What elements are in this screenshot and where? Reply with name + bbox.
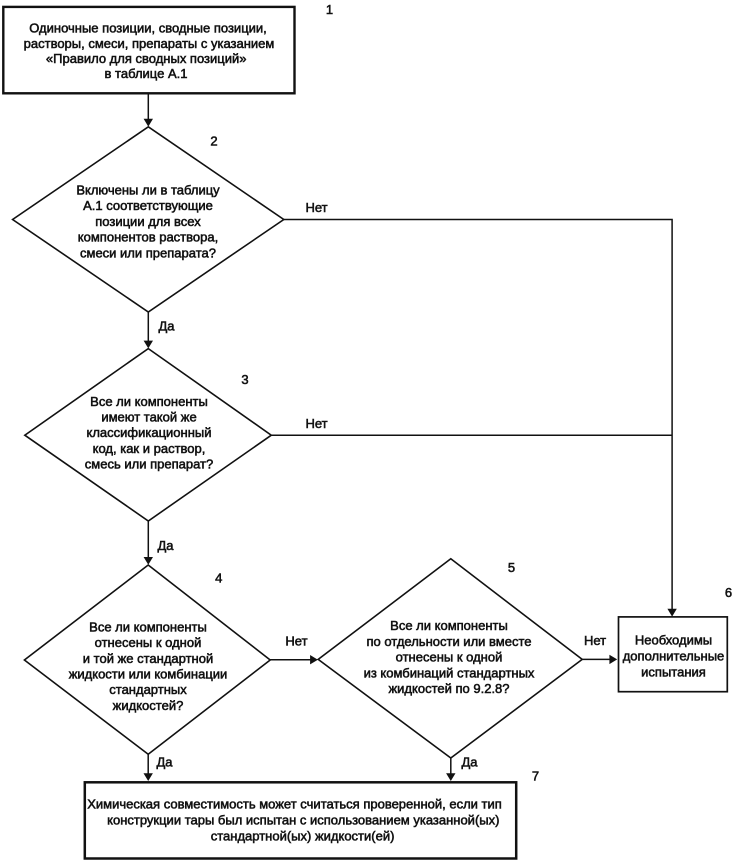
svg-text:и той же стандартной: и той же стандартной [83, 651, 213, 666]
svg-text:Одиночные позиции, сводные поз: Одиночные позиции, сводные позиции, [29, 21, 267, 36]
svg-text:Да: Да [158, 538, 175, 553]
svg-text:смеси или препарата?: смеси или препарата? [80, 245, 216, 260]
svg-text:Химическая совместимость может: Химическая совместимость может считаться… [87, 797, 502, 812]
svg-text:Нет: Нет [285, 633, 307, 648]
svg-text:смесь или препарат?: смесь или препарат? [85, 456, 213, 471]
svg-text:код, как и раствор,: код, как и раствор, [93, 441, 206, 456]
svg-text:жидкости или комбинации: жидкости или комбинации [69, 667, 228, 682]
svg-text:2: 2 [210, 134, 217, 149]
svg-text:имеют такой же: имеют такой же [101, 410, 196, 425]
svg-text:жидкостей по 9.2.8?: жидкостей по 9.2.8? [388, 681, 509, 696]
svg-text:4: 4 [215, 570, 222, 585]
svg-text:в таблице А.1: в таблице А.1 [105, 66, 188, 81]
svg-text:Все ли компоненты: Все ли компоненты [390, 618, 508, 633]
svg-text:дополнительные: дополнительные [623, 648, 725, 663]
svg-text:5: 5 [508, 560, 515, 575]
svg-text:Необходимы: Необходимы [635, 632, 712, 647]
svg-text:Все ли компоненты: Все ли компоненты [90, 394, 208, 409]
svg-text:конструкции тары был испытан с: конструкции тары был испытан с использов… [107, 813, 499, 828]
svg-text:7: 7 [532, 769, 539, 784]
svg-text:А.1 соответствующие: А.1 соответствующие [83, 198, 213, 213]
svg-text:1: 1 [326, 2, 333, 17]
svg-text:стандартных: стандартных [109, 682, 187, 697]
svg-text:испытания: испытания [641, 664, 706, 679]
svg-text:по отдельности или вместе: по отдельности или вместе [366, 634, 531, 649]
svg-text:отнесены к одной: отнесены к одной [396, 650, 503, 665]
svg-text:Нет: Нет [306, 200, 328, 215]
svg-text:Все ли компоненты: Все ли компоненты [89, 619, 207, 634]
svg-text:растворы, смеси, препараты с у: растворы, смеси, препараты с указанием [24, 36, 275, 51]
svg-text:позиции для всех: позиции для всех [95, 214, 201, 229]
svg-text:«Правило для сводных позиций»: «Правило для сводных позиций» [46, 51, 247, 66]
svg-text:6: 6 [725, 585, 732, 600]
svg-text:Нет: Нет [306, 416, 328, 431]
svg-text:отнесены к одной: отнесены к одной [95, 635, 202, 650]
svg-text:компонентов раствора,: компонентов раствора, [78, 230, 218, 245]
svg-text:Да: Да [462, 754, 479, 769]
svg-text:Да: Да [159, 319, 176, 334]
svg-text:Включены ли в таблицу: Включены ли в таблицу [76, 182, 220, 197]
svg-text:Да: Да [157, 755, 174, 770]
svg-text:3: 3 [241, 372, 248, 387]
svg-text:жидкостей?: жидкостей? [113, 698, 184, 713]
svg-text:Нет: Нет [584, 633, 606, 648]
svg-text:из комбинаций стандартных: из комбинаций стандартных [364, 665, 535, 680]
svg-text:стандартной(ых) жидкости(ей): стандартной(ых) жидкости(ей) [211, 829, 395, 844]
svg-text:классификационный: классификационный [87, 425, 212, 440]
